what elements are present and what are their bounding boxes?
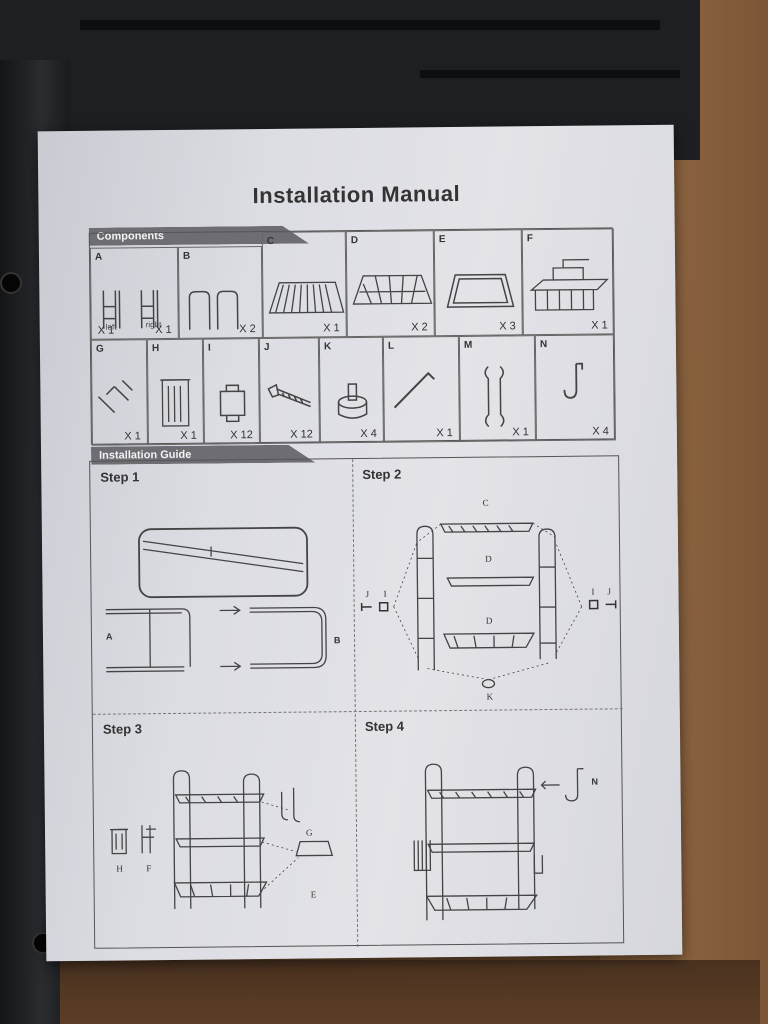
part-n-label: N: [591, 776, 599, 787]
component-b: B X 2: [177, 246, 263, 339]
part-m-drawing: [484, 365, 505, 428]
component-m: M X 1: [458, 335, 536, 442]
component-g: G X 1: [90, 339, 148, 446]
component-quantity: X 1: [180, 429, 197, 442]
step-1-label: Step 1: [100, 469, 140, 485]
component-quantity: X 1: [323, 322, 340, 335]
component-n: N X 4: [534, 334, 616, 442]
part-c-drawing: [268, 281, 345, 314]
component-quantity: X 12: [290, 428, 313, 441]
step-2-label: Step 2: [362, 466, 402, 482]
part-a-label: A: [105, 631, 113, 642]
step-4-label: Step 4: [364, 718, 405, 734]
component-i: I X 12: [202, 338, 260, 445]
box-bottom-background: [60, 960, 760, 1024]
part-e-drawing: [446, 273, 515, 308]
component-quantity: X 1: [97, 324, 115, 337]
part-i-drawing: [219, 384, 246, 423]
component-k: K X 4: [318, 336, 384, 444]
component-l: L X 1: [382, 335, 460, 443]
part-j-label: J: [607, 586, 612, 597]
component-d: D X 2: [345, 230, 435, 338]
rack-wire: [420, 70, 680, 78]
step-3-panel: Step 3 H F: [93, 711, 357, 950]
part-j-label: J: [365, 588, 370, 599]
part-h-label: H: [116, 863, 123, 874]
part-b-drawing: [188, 290, 239, 330]
part-e-label: E: [310, 889, 317, 900]
part-i-label: I: [383, 588, 387, 599]
step-3-diagram: [109, 770, 334, 909]
part-a-drawing: [102, 290, 159, 329]
part-d-drawing: [352, 274, 433, 305]
frame-hole: [0, 272, 22, 294]
part-n-drawing: [563, 362, 584, 399]
component-quantity: X 1: [512, 426, 529, 439]
component-quantity: X 2: [411, 321, 428, 334]
part-l-drawing: [393, 371, 435, 409]
component-quantity: X 1: [155, 323, 172, 337]
part-c-label: C: [482, 497, 489, 508]
component-h: H X 1: [146, 338, 204, 446]
component-quantity: X 4: [360, 427, 377, 440]
component-f: F X 1: [521, 228, 615, 336]
component-quantity: X 1: [124, 430, 141, 443]
component-a: A left right X 1 X 1: [89, 246, 179, 340]
step-2-diagram: [360, 522, 617, 689]
part-b-label: B: [333, 635, 341, 646]
component-e: E X 3: [433, 229, 523, 337]
component-quantity: X 3: [499, 320, 516, 333]
step-4-panel: Step 4 N: [355, 708, 625, 947]
part-k-label: K: [486, 691, 494, 702]
step-1-diagram: [105, 526, 327, 673]
part-h-drawing: [160, 379, 191, 427]
part-k-drawing: [337, 383, 368, 419]
component-j: J X 12: [258, 337, 320, 445]
part-d-label: D: [485, 553, 492, 564]
part-i-label: I: [591, 586, 595, 597]
step-3-label: Step 3: [102, 721, 143, 737]
installation-guide-panel: Step 1 A B Step 2: [89, 455, 625, 950]
part-g-label: G: [305, 827, 313, 838]
step-2-panel: Step 2: [352, 456, 623, 711]
component-quantity: X 2: [239, 323, 256, 336]
part-f-drawing: [529, 258, 609, 311]
component-quantity: X 1: [436, 427, 453, 440]
component-c: C X 1: [261, 231, 347, 339]
component-quantity: X 1: [591, 319, 608, 332]
part-f-label: F: [146, 863, 152, 874]
component-quantity: X 12: [230, 429, 253, 442]
part-j-drawing: [267, 383, 311, 408]
step-1-panel: Step 1 A B: [90, 459, 355, 714]
component-quantity: X 4: [592, 425, 609, 438]
rack-wire: [80, 20, 660, 30]
part-d-label: D: [485, 615, 493, 626]
components-grid: A left right X 1 X 1 B X 2: [88, 227, 616, 446]
part-g-drawing: [97, 379, 133, 414]
step-4-diagram: [413, 763, 584, 921]
instruction-sheet: Installation Manual Components A left ri…: [37, 124, 683, 962]
page-title: Installation Manual: [252, 180, 461, 209]
